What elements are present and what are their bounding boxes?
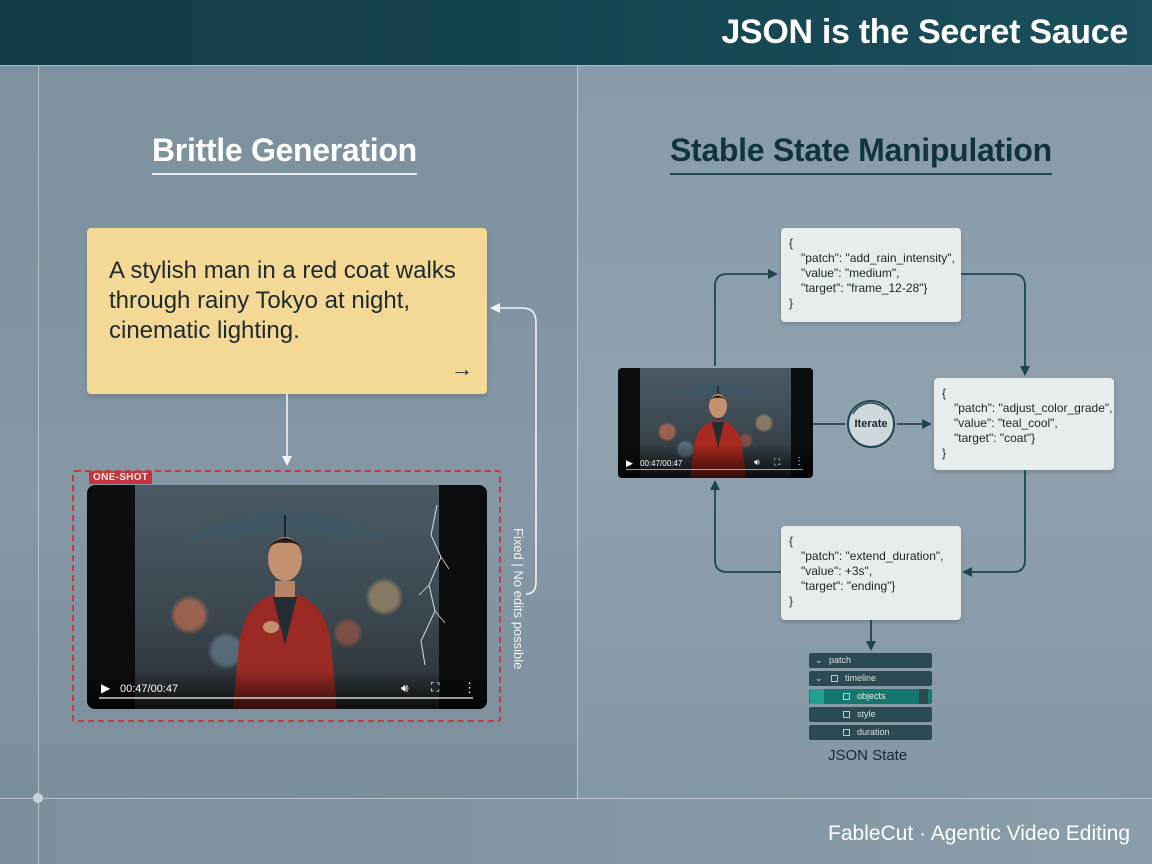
- footer-divider: [0, 798, 1152, 799]
- fixed-no-edits-note: Fixed | No edits possible: [511, 528, 526, 670]
- tree-node-objects[interactable]: objects: [809, 689, 932, 704]
- volume-icon[interactable]: 🔊︎: [754, 457, 760, 467]
- tree-node-patch[interactable]: ⌄ patch: [809, 653, 932, 668]
- panel-divider: [577, 66, 578, 798]
- margin-guide-line: [38, 66, 39, 864]
- code-brace: {: [789, 236, 794, 250]
- json-state-caption: JSON State: [828, 747, 908, 764]
- more-options-icon[interactable]: ⋮: [463, 680, 476, 695]
- arrow-right-icon[interactable]: →: [451, 356, 473, 381]
- tree-node-label: timeline: [845, 673, 877, 683]
- video-controls: ▶ 00:47/00:47 🔊︎ ⛶ ⋮: [618, 444, 813, 478]
- code-brace: {: [942, 386, 947, 400]
- code-line: "patch": "add_rain_intensity",: [801, 251, 955, 265]
- patch-card-rain[interactable]: { "patch": "add_rain_intensity", "value"…: [781, 228, 961, 322]
- preview-video-player[interactable]: ▶ 00:47/00:47 🔊︎ ⛶ ⋮: [618, 368, 813, 478]
- prompt-card[interactable]: A stylish man in a red coat walks throug…: [87, 228, 487, 394]
- footer-background: [0, 798, 1152, 864]
- code-brace: {: [789, 534, 794, 548]
- iterate-button[interactable]: Iterate: [847, 400, 895, 448]
- code-line: "value": "medium",: [801, 266, 900, 280]
- code-line: "target": "coat"}: [954, 431, 1036, 445]
- more-options-icon[interactable]: ⋮: [794, 456, 804, 467]
- tree-node-timeline[interactable]: ⌄ timeline: [809, 671, 932, 686]
- chevron-down-icon[interactable]: ⌄: [815, 655, 823, 665]
- header-bar: JSON is the Secret Sauce: [0, 0, 1152, 66]
- patch-card-duration[interactable]: { "patch": "extend_duration", "value": +…: [781, 526, 961, 620]
- code-line: "value": "teal_cool",: [954, 416, 1058, 430]
- output-video-player[interactable]: ▶ 00:47/00:47 🔊︎ ⛶ ⋮: [87, 485, 487, 709]
- guide-intersection-dot: [33, 793, 43, 803]
- node-box-icon: [843, 711, 850, 718]
- video-progress-bar[interactable]: [626, 468, 803, 470]
- code-line: "patch": "extend_duration",: [801, 549, 944, 563]
- tree-node-duration[interactable]: duration: [809, 725, 932, 740]
- node-box-icon: [843, 693, 850, 700]
- page-title: JSON is the Secret Sauce: [721, 13, 1128, 51]
- patch-card-color-grade[interactable]: { "patch": "adjust_color_grade", "value"…: [934, 378, 1114, 470]
- one-shot-frame: [72, 470, 501, 722]
- one-shot-badge: ONE-SHOT: [89, 471, 153, 484]
- video-timestamp: 00:47/00:47: [640, 459, 683, 468]
- fullscreen-icon[interactable]: ⛶: [431, 680, 440, 694]
- node-box-icon: [831, 675, 838, 682]
- code-brace: }: [942, 446, 947, 460]
- play-icon[interactable]: ▶: [626, 458, 633, 468]
- volume-icon[interactable]: 🔊︎: [401, 681, 409, 695]
- fullscreen-icon[interactable]: ⛶: [774, 457, 781, 467]
- video-timestamp: 00:47/00:47: [120, 683, 179, 695]
- left-section-title: Brittle Generation: [152, 132, 417, 175]
- code-line: "target": "frame_12-28"}: [801, 281, 928, 295]
- video-controls: ▶ 00:47/00:47 🔊︎ ⛶ ⋮: [87, 669, 487, 709]
- play-icon[interactable]: ▶: [101, 681, 111, 695]
- crack-icon: [418, 505, 450, 665]
- right-section-title: Stable State Manipulation: [670, 132, 1052, 175]
- json-state-tree: ⌄ patch ⌄ timeline objects style duratio…: [809, 653, 932, 743]
- iterate-label: Iterate: [854, 418, 888, 430]
- code-brace: }: [789, 296, 794, 310]
- tree-node-label: style: [857, 709, 876, 719]
- code-line: "value": +3s",: [801, 564, 873, 578]
- chevron-down-icon[interactable]: ⌄: [815, 673, 823, 683]
- code-line: "patch": "adjust_color_grade",: [954, 401, 1113, 415]
- tree-node-label: patch: [829, 655, 852, 665]
- video-progress-bar[interactable]: [99, 697, 473, 699]
- node-box-icon: [843, 729, 850, 736]
- prompt-text: A stylish man in a red coat walks throug…: [109, 257, 456, 344]
- tree-node-style[interactable]: style: [809, 707, 932, 722]
- code-line: "target": "ending"}: [801, 579, 896, 593]
- tree-node-label: objects: [857, 691, 886, 701]
- code-brace: }: [789, 594, 794, 608]
- tree-node-label: duration: [857, 727, 890, 737]
- footer-brand: FableCut · Agentic Video Editing: [828, 822, 1130, 845]
